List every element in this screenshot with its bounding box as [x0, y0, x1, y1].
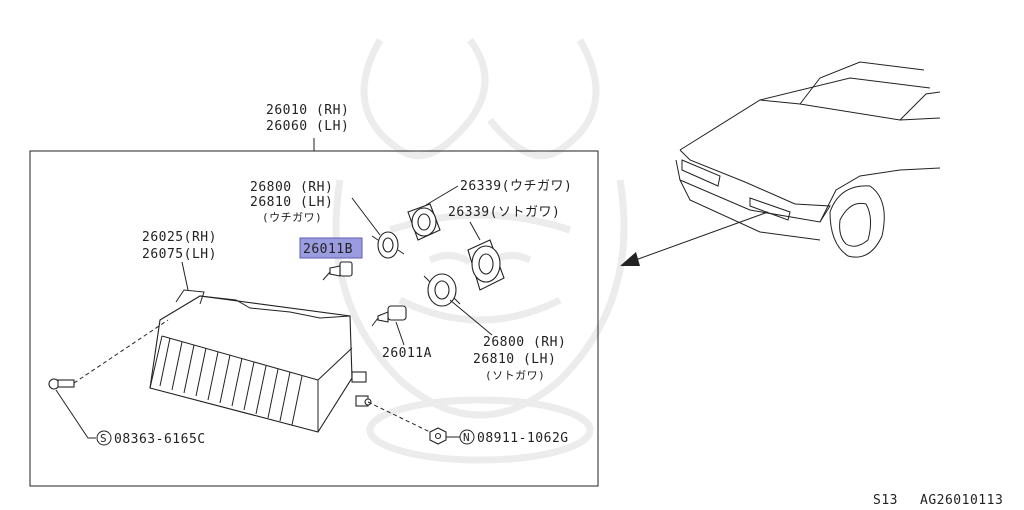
lens-lh-label: 26075(LH) — [142, 247, 217, 262]
nut-dashed-leader — [367, 401, 431, 433]
headlamp-assembly — [149, 289, 372, 433]
cover-outer-part — [467, 239, 505, 291]
nut-prefix: N — [463, 431, 470, 444]
socket-inner-part — [371, 231, 405, 259]
socket-inner-leader — [351, 197, 381, 236]
socket-outer-part — [423, 273, 461, 307]
lens-leader — [181, 261, 189, 291]
nut-code-label: 08911-1062G — [477, 431, 569, 446]
screw-code-label: 08363-6165C — [114, 432, 206, 447]
bulb-b-highlight[interactable] — [299, 237, 363, 259]
nut-symbol — [459, 429, 475, 445]
screw-leader — [55, 389, 96, 439]
cover-outer-leader — [469, 221, 481, 241]
socket-inner-lh-label: 26810 (LH) — [250, 195, 333, 210]
drawing-code: AG26010113 — [920, 493, 1003, 508]
cover-outer-label: 26339(ソトガワ) — [448, 205, 560, 220]
bulb-b-label[interactable]: 26011B — [303, 242, 353, 257]
bulb-a-part — [371, 305, 407, 327]
cover-inner-part — [407, 203, 441, 241]
socket-outer-leader — [449, 299, 493, 336]
bulb-a-label: 26011A — [382, 346, 432, 361]
socket-inner-note: (ウチガワ) — [262, 211, 322, 224]
vehicle-sketch — [675, 61, 941, 258]
socket-outer-lh-label: 26810 (LH) — [473, 352, 556, 367]
socket-inner-rh-label: 26800 (RH) — [250, 180, 333, 195]
housing-rh-label: 26010 (RH) — [266, 103, 349, 118]
screw-dashed-leader — [73, 319, 169, 384]
screw-symbol — [96, 430, 112, 446]
lens-rh-label: 26025(RH) — [142, 230, 217, 245]
bulb-a-leader — [395, 321, 405, 346]
screw-part — [48, 378, 75, 390]
model-code: S13 — [873, 493, 898, 508]
screw-prefix: S — [100, 432, 107, 445]
pointer-arrow — [620, 211, 769, 266]
housing-lh-label: 26060 (LH) — [266, 119, 349, 134]
cover-inner-label: 26339(ウチガワ) — [460, 179, 572, 194]
cover-inner-leader — [425, 185, 459, 206]
socket-outer-note: (ソトガワ) — [485, 369, 545, 382]
bulb-b-part — [322, 261, 353, 281]
watermark-emblem — [332, 37, 628, 464]
socket-outer-rh-label: 26800 (RH) — [483, 335, 566, 350]
nut-part — [429, 427, 447, 445]
